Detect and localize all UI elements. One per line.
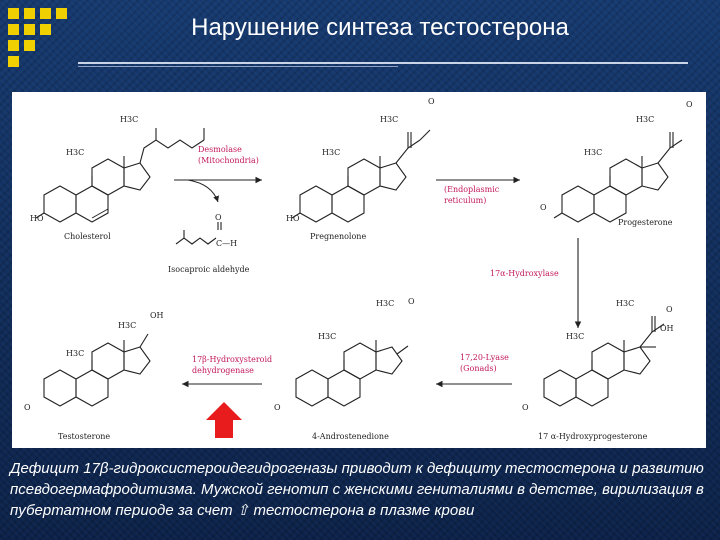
enzyme-17a-hydroxylase: 17α-Hydroxylase — [490, 269, 559, 278]
cholesterol-h3c-label-2: H3C — [120, 115, 138, 124]
slide-caption: Дефицит 17β-гидроксистероидегидрогеназы … — [10, 460, 704, 519]
enzyme-17-20-lyase: 17,20-Lyase — [460, 353, 509, 362]
androstenedione-o2-label: O — [408, 297, 415, 306]
title-divider-secondary — [78, 66, 398, 67]
testosterone-o-label: O — [24, 403, 31, 412]
progesterone-label: Progesterone — [618, 218, 673, 227]
steroid-pathway-diagram: HO H3C H3C Cholesterol Desmolase (Mitoch… — [12, 92, 706, 448]
pregnenolone-structure — [291, 129, 431, 223]
testosterone-structure — [43, 333, 151, 407]
androstenedione-h3c-label-2: H3C — [376, 299, 394, 308]
arrow-isocaproic-branch — [187, 179, 219, 203]
enzyme-lyase-location: (Gonads) — [460, 364, 497, 373]
androstenedione-label: 4-Androstenedione — [312, 432, 389, 441]
title-divider — [78, 62, 688, 64]
logo-squares-icon — [8, 8, 68, 68]
hydroxyprogesterone-h3c-label-1: H3C — [566, 332, 584, 341]
androstenedione-h3c-label-1: H3C — [318, 332, 336, 341]
testosterone-oh-label: OH — [150, 311, 164, 320]
testosterone-h3c-label-1: H3C — [66, 349, 84, 358]
isocaproic-aldehyde-label: Isocaproic aldehyde — [168, 265, 250, 274]
pregnenolone-ho-label: HO — [286, 214, 300, 223]
testosterone-label: Testosterone — [58, 432, 110, 441]
hydroxyprogesterone-o-label: O — [522, 403, 529, 412]
progesterone-h3c-label-2: H3C — [636, 115, 654, 124]
progesterone-o-label: O — [540, 203, 547, 212]
hydroxyprogesterone-h3c-label-2: H3C — [616, 299, 634, 308]
pregnenolone-h3c-label-1: H3C — [322, 148, 340, 157]
pregnenolone-o-label: O — [428, 97, 435, 106]
slide-title: Нарушение синтеза тестостерона — [191, 14, 569, 41]
pregnenolone-h3c-label-2: H3C — [380, 115, 398, 124]
cholesterol-h3c-label-1: H3C — [66, 148, 84, 157]
enzyme-desmolase-location: (Mitochondria) — [198, 156, 259, 165]
progesterone-structure — [553, 132, 683, 223]
hydroxyprogesterone-label: 17 α-Hydroxyprogesterone — [538, 432, 648, 441]
progesterone-o2-label: O — [686, 100, 693, 109]
isocaproic-o-label: O — [215, 213, 222, 222]
red-up-arrow-icon — [206, 402, 242, 438]
isocaproic-aldehyde-structure — [175, 222, 222, 245]
cholesterol-ho-label: HO — [30, 214, 44, 223]
enzyme-er-line1: (Endoplasmic — [444, 185, 500, 194]
hydroxyprogesterone-structure — [543, 316, 665, 407]
hydroxyprogesterone-oh-label: OH — [660, 324, 674, 333]
progesterone-h3c-label-1: H3C — [584, 148, 602, 157]
enzyme-desmolase: Desmolase — [198, 145, 242, 154]
enzyme-er-line2: reticulum) — [444, 196, 486, 205]
androstenedione-structure — [295, 339, 409, 407]
isocaproic-ch-label: C—H — [216, 239, 237, 248]
enzyme-17b-hsd-line2: dehydrogenase — [192, 366, 254, 375]
hydroxyprogesterone-o2-label: O — [666, 305, 673, 314]
cholesterol-label: Cholesterol — [64, 232, 111, 241]
cholesterol-structure — [35, 128, 205, 223]
testosterone-h3c-label-2: H3C — [118, 321, 136, 330]
androstenedione-o-label: O — [274, 403, 281, 412]
enzyme-17b-hsd-line1: 17β-Hydroxysteroid — [192, 355, 272, 364]
pregnenolone-label: Pregnenolone — [310, 232, 366, 241]
